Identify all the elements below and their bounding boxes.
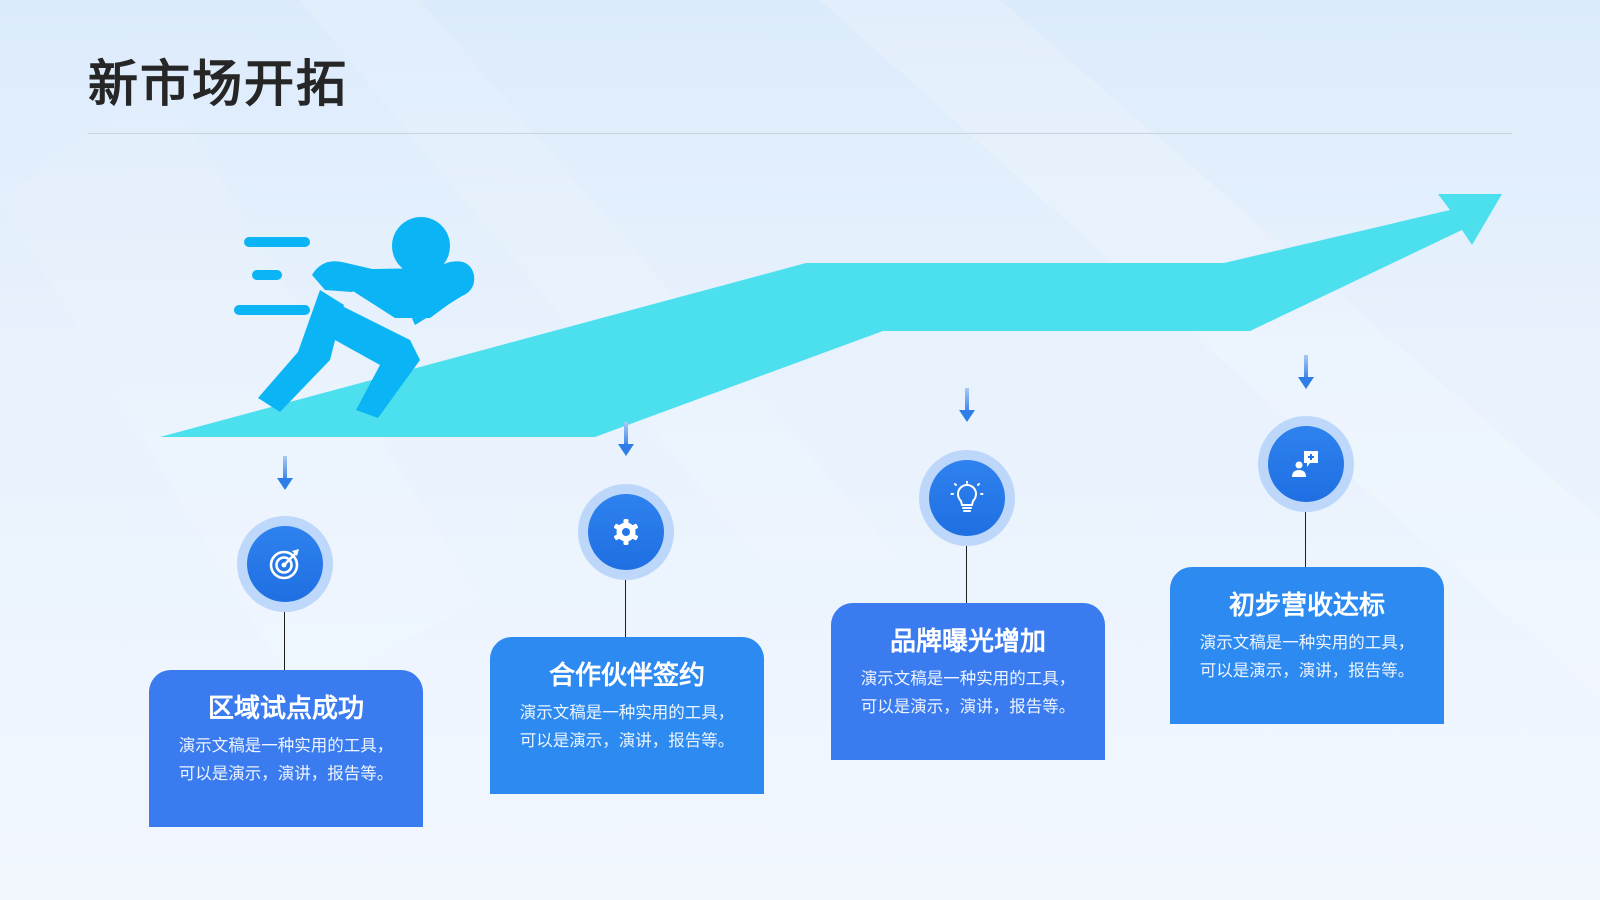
step-description: 演示文稿是一种实用的工具，可以是演示，演讲，报告等。 (860, 669, 1076, 716)
down-arrow-icon (959, 388, 975, 422)
step-card: 区域试点成功 演示文稿是一种实用的工具，可以是演示，演讲，报告等。 (149, 670, 423, 827)
step-title: 区域试点成功 (207, 694, 364, 724)
gear-icon (614, 519, 638, 545)
title-divider (88, 133, 1512, 134)
step-title: 合作伙伴签约 (548, 661, 705, 691)
growth-arrow (160, 194, 1502, 437)
step-title: 品牌曝光增加 (889, 627, 1046, 657)
step-description: 演示文稿是一种实用的工具，可以是演示，演讲，报告等。 (1199, 633, 1415, 680)
step-description: 演示文稿是一种实用的工具，可以是演示，演讲，报告等。 (178, 736, 394, 783)
step-card: 合作伙伴签约 演示文稿是一种实用的工具，可以是演示，演讲，报告等。 (490, 637, 764, 794)
step-title: 初步营收达标 (1228, 591, 1385, 621)
step-icon-circle (1258, 416, 1354, 512)
step-description: 演示文稿是一种实用的工具，可以是演示，演讲，报告等。 (519, 703, 735, 750)
down-arrow-icon (1298, 355, 1314, 389)
step-icon-circle (578, 484, 674, 580)
step-card: 初步营收达标 演示文稿是一种实用的工具，可以是演示，演讲，报告等。 (1170, 567, 1444, 724)
step-icon-circle (237, 516, 333, 612)
running-person-icon (234, 217, 475, 418)
step-icon-circle (919, 450, 1015, 546)
down-arrow-icon (618, 422, 634, 456)
target-icon (269, 549, 299, 580)
presenter-icon (1292, 451, 1318, 477)
page-title: 新市场开拓 (88, 55, 348, 113)
step-card: 品牌曝光增加 演示文稿是一种实用的工具，可以是演示，演讲，报告等。 (831, 603, 1105, 760)
lightbulb-icon (950, 481, 984, 512)
down-arrow-icon (277, 456, 293, 490)
